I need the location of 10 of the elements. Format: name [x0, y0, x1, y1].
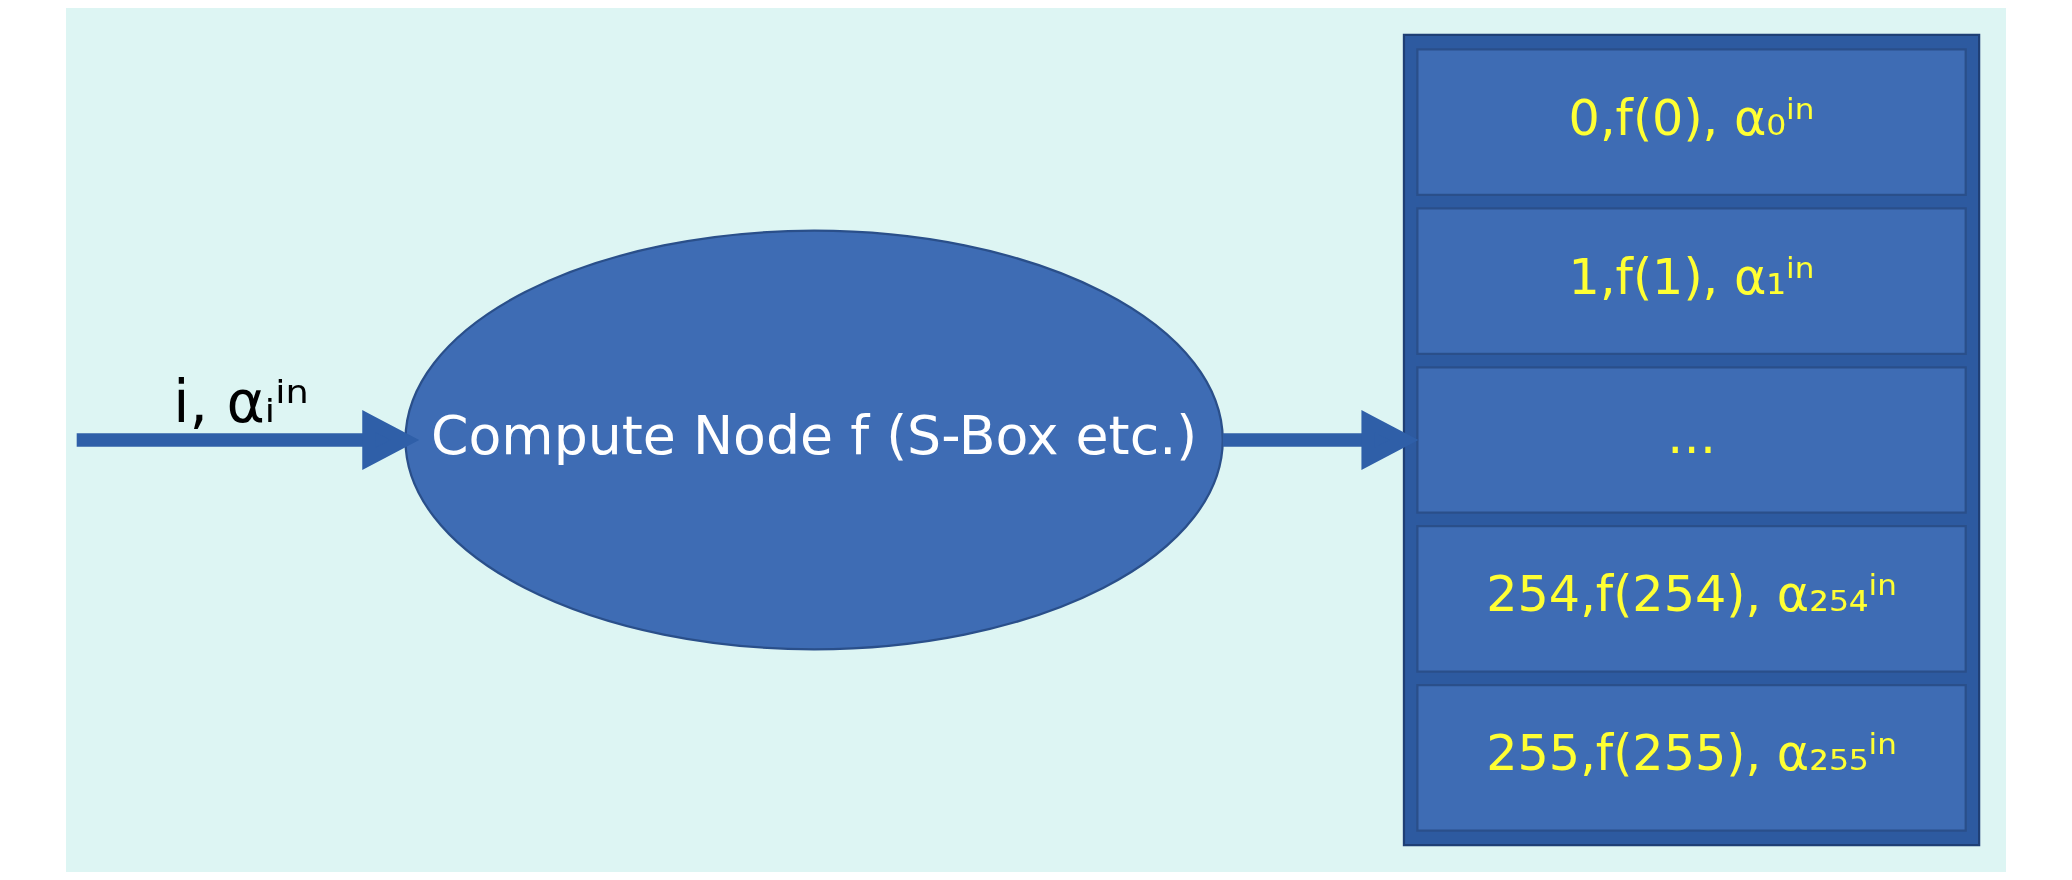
edge-label: i, αᵢⁱⁿ [173, 367, 309, 436]
node-box: 1,f(1), α₁ⁱⁿ [1416, 207, 1967, 355]
node-box: … [1416, 366, 1967, 514]
arrow [76, 410, 420, 470]
node-ellipse: Compute Node f (S-Box etc.) [404, 229, 1224, 651]
node-box: 254,f(254), α₂₅₄ⁱⁿ [1416, 525, 1967, 673]
cluster [1402, 33, 1981, 847]
node-box: 255,f(255), α₂₅₅ⁱⁿ [1416, 683, 1967, 832]
node-box: 0,f(0), α₀ⁱⁿ [1416, 48, 1967, 197]
arrow [1222, 410, 1419, 470]
